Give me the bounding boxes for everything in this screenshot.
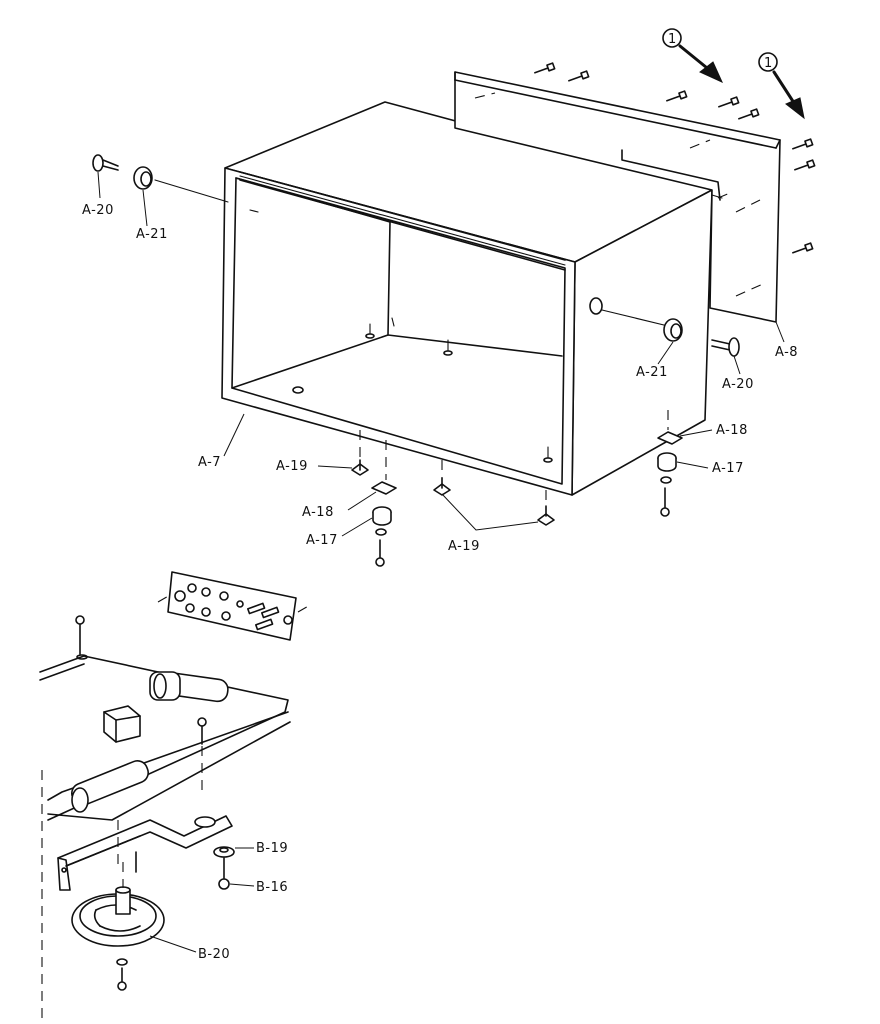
label-b19: B-19 (256, 841, 288, 856)
label-a20-left: A-20 (82, 203, 114, 218)
label-a21-left: A-21 (136, 227, 168, 242)
label-a7: A-7 (198, 455, 221, 470)
label-a18-left: A-18 (302, 505, 334, 520)
control-plate (157, 571, 313, 641)
leader-lines (97, 171, 785, 953)
washer-b19 (213, 846, 235, 858)
label-a20-right: A-20 (722, 377, 754, 392)
back-panel-screws (534, 62, 816, 254)
right-bushing-a21 (601, 309, 683, 342)
callout-arrow-1a: 1 (662, 28, 723, 84)
label-a19-bottom: A-19 (448, 539, 480, 554)
label-a21-right: A-21 (636, 365, 668, 380)
chassis-assembly (39, 615, 291, 1020)
part-labels: A-20 A-21 A-21 A-20 A-8 A-7 A-18 A-17 A-… (82, 203, 798, 962)
label-b20: B-20 (198, 947, 230, 962)
foot-assembly-middle (433, 460, 451, 496)
knob-b20 (71, 862, 165, 991)
label-a17-right: A-17 (712, 461, 744, 476)
foot-assembly-left (351, 430, 397, 567)
label-a17-left: A-17 (306, 533, 338, 548)
foot-assembly-rear (537, 490, 555, 526)
label-a19-left: A-19 (276, 459, 308, 474)
callout-1b-label: 1 (764, 56, 773, 71)
left-bolt-a20 (92, 154, 119, 172)
callout-arrow-1b: 1 (758, 52, 805, 120)
foot-assembly-right (657, 410, 683, 517)
label-b16: B-16 (256, 880, 288, 895)
label-a8: A-8 (775, 345, 798, 360)
cabinet-a7 (221, 101, 713, 496)
screw-b16 (218, 857, 230, 890)
back-panel-a8 (454, 71, 781, 323)
left-bushing-a21 (133, 166, 229, 203)
right-bolt-a20 (711, 337, 740, 357)
label-a18-right: A-18 (716, 423, 748, 438)
callout-1a-label: 1 (668, 32, 677, 47)
